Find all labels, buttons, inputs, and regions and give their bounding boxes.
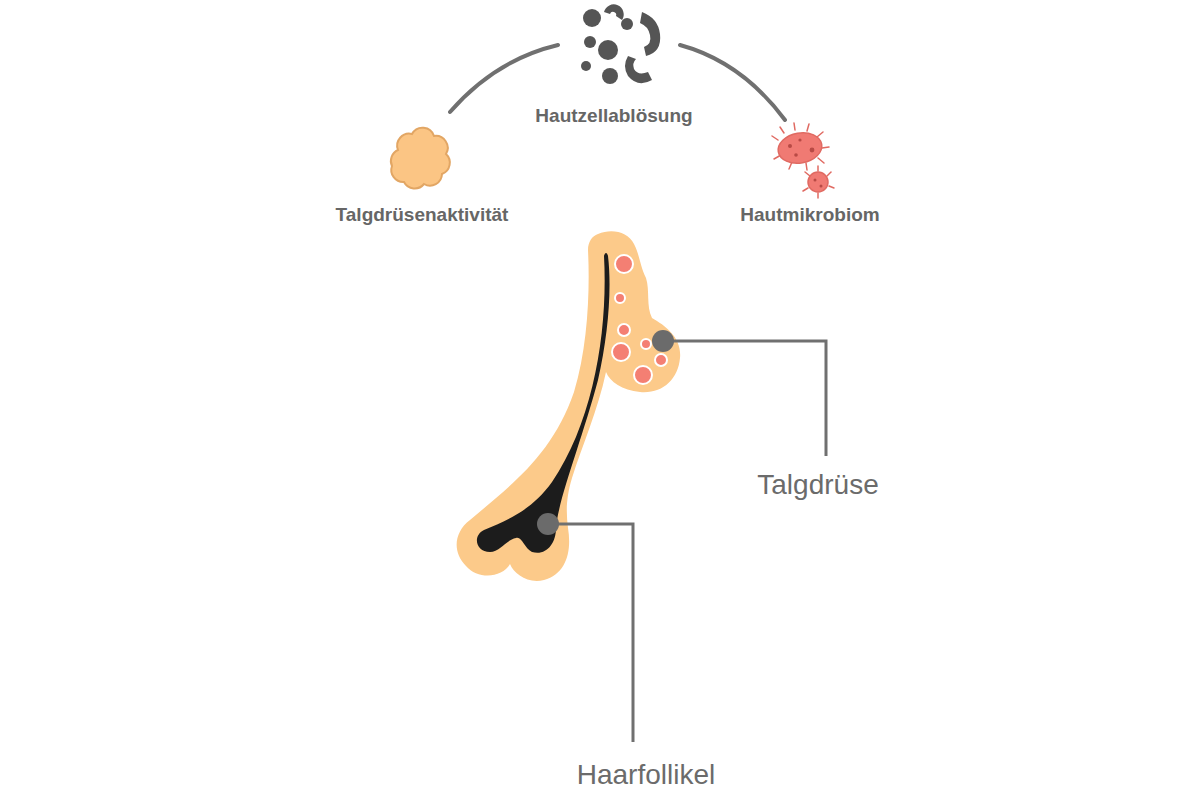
follicle-outline — [457, 231, 681, 581]
cycle-arc — [680, 45, 785, 120]
leader-dot — [537, 330, 674, 535]
sebum-icon — [391, 128, 450, 189]
sebum-droplets — [612, 255, 667, 384]
process-label: Hautzellablösung — [535, 106, 692, 127]
process-label: Talgdrüsenaktivität — [336, 205, 509, 226]
process-label: Hautmikrobiom — [740, 205, 879, 226]
hair-shaft — [477, 253, 610, 553]
part-label: Haarfollikel — [577, 760, 716, 791]
skin-flakes-icon — [581, 4, 660, 84]
part-label: Talgdrüse — [757, 470, 878, 501]
cycle-arc — [450, 45, 558, 112]
leader-line — [548, 341, 826, 742]
bacteria-icon — [772, 123, 834, 198]
